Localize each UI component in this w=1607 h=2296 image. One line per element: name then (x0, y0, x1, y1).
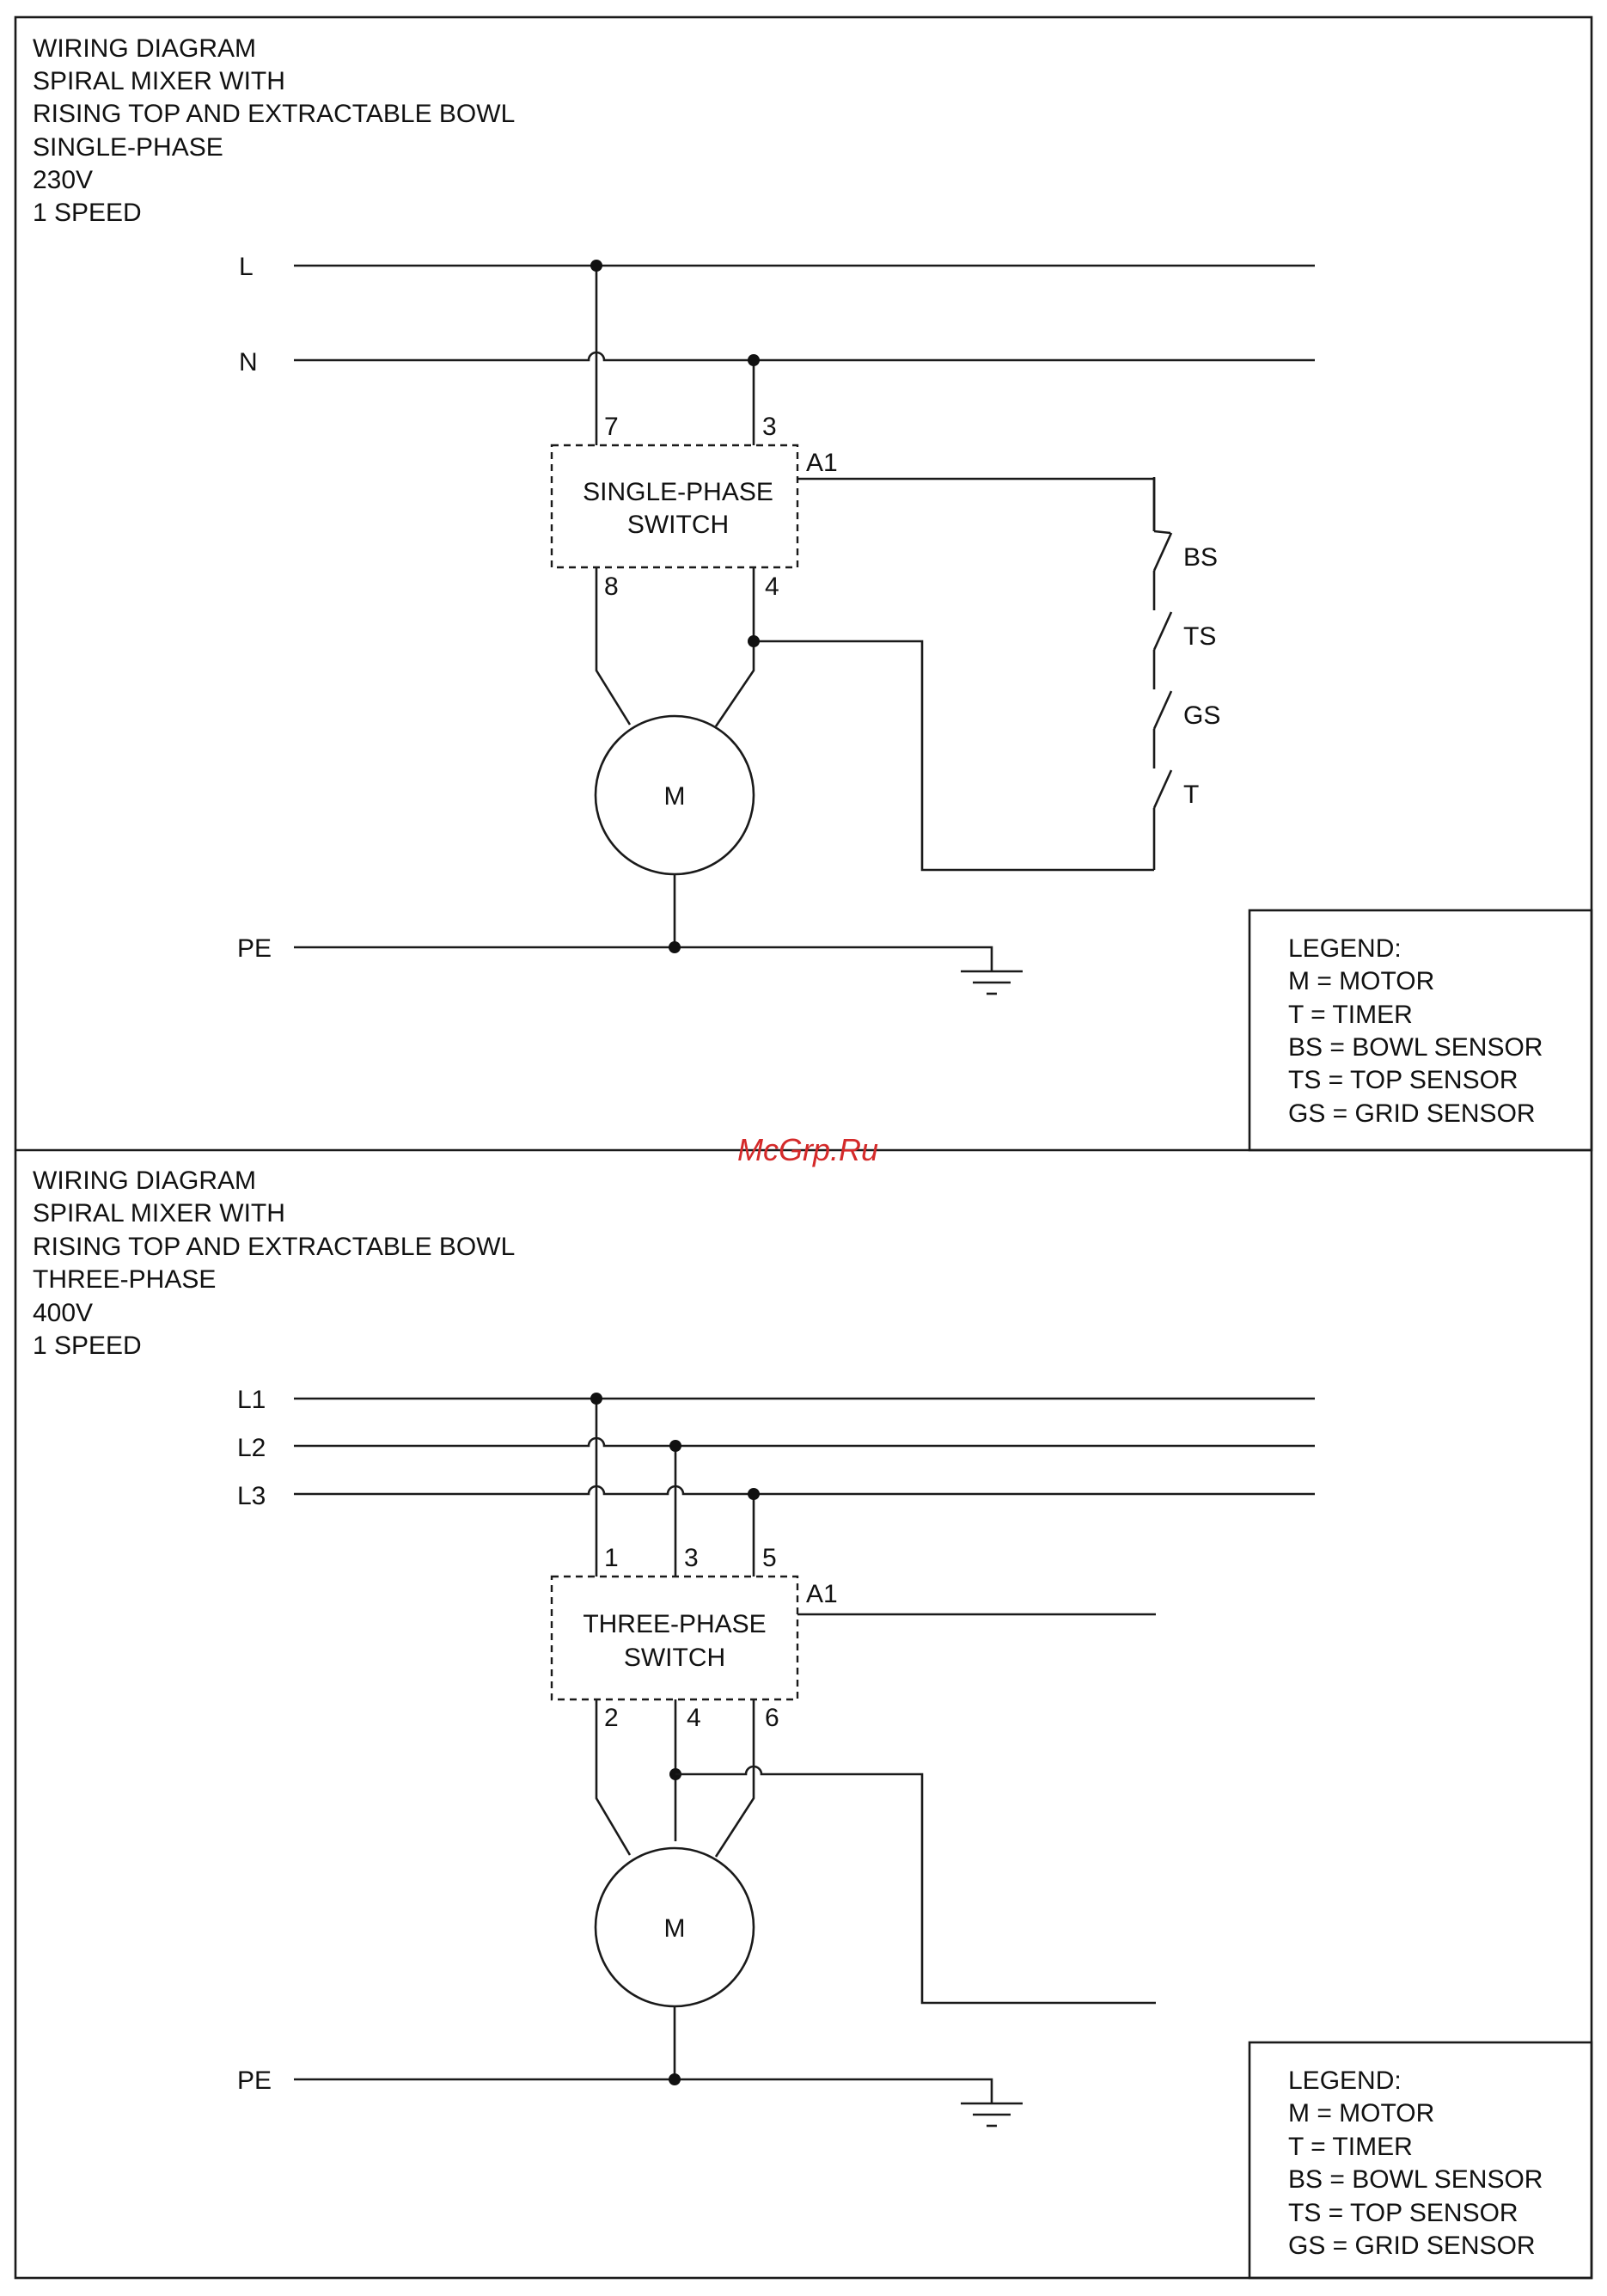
line-l2-wire (294, 1436, 1315, 1448)
junction-dot (748, 635, 760, 647)
legend-box (1248, 2041, 1593, 2280)
diagram-2-title-line: 400V (33, 1299, 93, 1327)
diagram-1-title-line: SINGLE-PHASE (33, 133, 223, 162)
contact-label-bs: BS (1183, 543, 1218, 572)
ground-icon (961, 970, 1023, 995)
terminal-4-motor-wire (714, 567, 755, 727)
pe-wire (294, 2078, 993, 2103)
diagram-2-title-line: RISING TOP AND EXTRACTABLE BOWL (33, 1233, 515, 1261)
legend-title: LEGEND: (1288, 2066, 1402, 2095)
line-label-n: N (239, 348, 258, 377)
diagram-2-title-line: WIRING DIAGRAM (33, 1166, 256, 1195)
junction-dot (669, 1440, 681, 1452)
junction-dot (590, 1393, 602, 1405)
switch-label: SWITCH (624, 1644, 725, 1672)
terminal-label-5: 5 (762, 1544, 777, 1572)
contact-label-gs: GS (1183, 701, 1220, 730)
junction-dot (748, 1488, 760, 1500)
terminal-8-motor-wire (595, 567, 632, 726)
terminal-label-2: 2 (604, 1704, 619, 1732)
contact-label-t: T (1183, 781, 1199, 809)
line-l3-wire (294, 1485, 1315, 1496)
line-label-l1: L1 (237, 1386, 266, 1414)
ground-label-pe: PE (237, 934, 272, 963)
legend-item: T = TIMER (1288, 2133, 1413, 2161)
contact-label-ts: TS (1183, 622, 1216, 651)
watermark: McGrp.Ru (737, 1132, 878, 1167)
legend-item: M = MOTOR (1288, 2099, 1434, 2128)
terminal-label-1: 1 (604, 1544, 619, 1572)
diagram-2-title-line: 1 SPEED (33, 1332, 142, 1360)
contact-t (1152, 769, 1173, 809)
control-terminal-a1: A1 (806, 449, 838, 477)
contact-gs (1152, 690, 1173, 730)
legend-item: GS = GRID SENSOR (1288, 1099, 1536, 1128)
terminal-label-4: 4 (687, 1704, 701, 1732)
junction-dot (669, 2073, 681, 2085)
single-phase-diagram: WIRING DIAGRAM SPIRAL MIXER WITH RISING … (33, 34, 1593, 1152)
diagram-2-title-line: THREE-PHASE (33, 1265, 216, 1294)
terminal-2-motor-wire (595, 1699, 632, 1856)
diagram-2-title-line: SPIRAL MIXER WITH (33, 1199, 285, 1228)
terminal-label-3: 3 (762, 413, 777, 441)
legend-box (1248, 909, 1593, 1152)
terminal-label-7: 7 (604, 413, 619, 441)
contact-ts (1152, 611, 1173, 651)
single-phase-switch-box (550, 444, 799, 569)
pe-wire (294, 946, 993, 971)
diagram-1-title-line: 1 SPEED (33, 199, 142, 227)
junction-dot (748, 354, 760, 366)
legend-item: BS = BOWL SENSOR (1288, 2165, 1543, 2194)
diagram-1-title-line: SPIRAL MIXER WITH (33, 67, 285, 95)
junction-dot (590, 260, 602, 272)
diagram-1-title-line: RISING TOP AND EXTRACTABLE BOWL (33, 100, 515, 128)
contact-lead (1153, 530, 1171, 535)
terminal-6-motor-wire (714, 1699, 755, 1858)
terminal-label-4: 4 (765, 572, 779, 601)
diagram-1-title-line: WIRING DIAGRAM (33, 34, 256, 63)
motor-label: M (664, 782, 686, 811)
three-phase-switch-box (550, 1575, 799, 1701)
legend-item: M = MOTOR (1288, 967, 1434, 995)
line-n-wire (294, 351, 1315, 362)
line-label-l: L (239, 253, 254, 281)
diagram-2-title-block: WIRING DIAGRAM SPIRAL MIXER WITH RISING … (33, 1166, 515, 1360)
diagram-1-title-block: WIRING DIAGRAM SPIRAL MIXER WITH RISING … (33, 34, 515, 227)
switch-label: SINGLE-PHASE (583, 478, 773, 506)
switch-label: SWITCH (627, 511, 729, 539)
a1-control-wire (797, 477, 1156, 531)
terminal-label-3: 3 (684, 1544, 699, 1572)
legend-item: BS = BOWL SENSOR (1288, 1033, 1543, 1062)
sensor-contacts (1152, 477, 1173, 870)
ground-icon (961, 2102, 1023, 2128)
line-label-l2: L2 (237, 1434, 266, 1462)
legend-item: T = TIMER (1288, 1001, 1413, 1029)
contact-bs (1152, 532, 1173, 572)
terminal-label-6: 6 (765, 1704, 779, 1732)
legend-item: TS = TOP SENSOR (1288, 2199, 1518, 2227)
switch-label: THREE-PHASE (583, 1610, 766, 1638)
junction-dot (669, 941, 681, 953)
return-wire (675, 1765, 1156, 2005)
return-wire (754, 640, 1154, 872)
legend-item: TS = TOP SENSOR (1288, 1066, 1518, 1094)
control-terminal-a1: A1 (806, 1580, 838, 1608)
three-phase-diagram: WIRING DIAGRAM SPIRAL MIXER WITH RISING … (33, 1166, 1593, 2280)
diagram-1-title-line: 230V (33, 166, 93, 194)
line-label-l3: L3 (237, 1482, 266, 1510)
legend-item: GS = GRID SENSOR (1288, 2232, 1536, 2260)
motor-label: M (664, 1914, 686, 1943)
terminal-label-8: 8 (604, 572, 619, 601)
ground-label-pe: PE (237, 2066, 272, 2095)
legend-title: LEGEND: (1288, 934, 1402, 963)
